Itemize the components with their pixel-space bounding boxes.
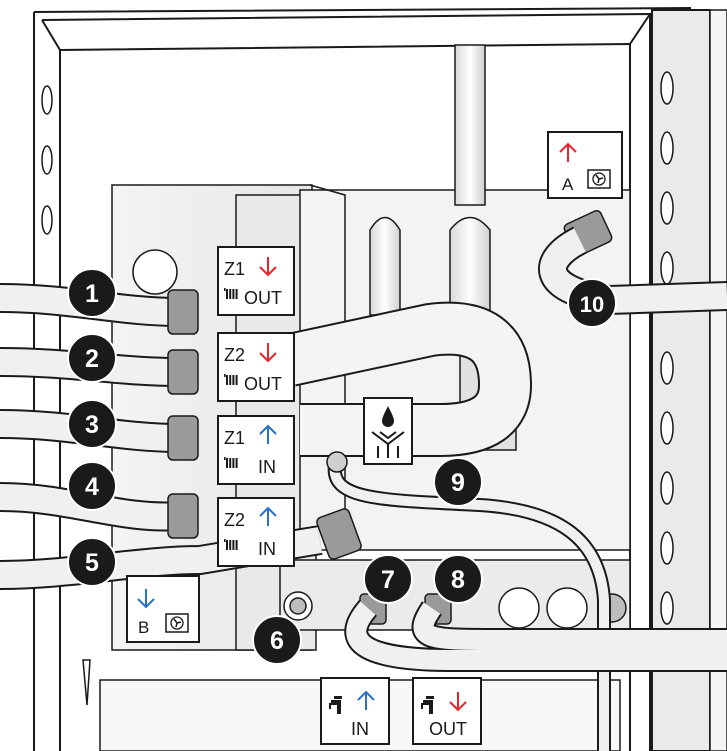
- callout-number: 1: [85, 280, 99, 308]
- direction-label: OUT: [429, 719, 467, 739]
- zone-label: Z1: [224, 259, 245, 279]
- zone-label: Z2: [224, 510, 245, 530]
- callout-10: 10: [568, 279, 616, 327]
- callout-3: 3: [68, 400, 116, 448]
- zone-label: Z2: [224, 345, 245, 365]
- direction-label: IN: [258, 539, 276, 559]
- fan-icon: [166, 614, 188, 632]
- callout-7: 7: [364, 555, 412, 603]
- callout-number: 8: [451, 566, 465, 594]
- label-dhw-out: OUT: [413, 678, 481, 744]
- callout-1: 1: [68, 269, 116, 317]
- callout-number: 3: [85, 411, 99, 439]
- direction-label: IN: [258, 457, 276, 477]
- direction-label: OUT: [244, 288, 282, 308]
- screw-marker: [83, 660, 90, 705]
- callout-2: 2: [68, 334, 116, 382]
- label-b: B: [127, 576, 199, 642]
- callout-number: 4: [85, 473, 99, 501]
- callout-8: 8: [434, 555, 482, 603]
- callout-4: 4: [68, 462, 116, 510]
- direction-label: IN: [351, 719, 369, 739]
- letter-label: A: [562, 175, 574, 194]
- label-a: A: [548, 132, 622, 198]
- zone-label: Z1: [224, 428, 245, 448]
- letter-label: B: [138, 618, 149, 637]
- callout-number: 2: [85, 345, 99, 373]
- callout-number: 5: [85, 549, 99, 577]
- left-frame-rail: [42, 86, 52, 234]
- label-dhw-in: IN: [321, 678, 389, 744]
- direction-label: OUT: [244, 374, 282, 394]
- callout-number: 6: [270, 627, 284, 655]
- label-drain: [364, 398, 412, 464]
- callout-number: 9: [451, 469, 465, 497]
- fan-icon: [588, 170, 610, 188]
- callout-number: 10: [580, 292, 604, 317]
- callout-6: 6: [253, 616, 301, 664]
- callout-9: 9: [434, 458, 482, 506]
- callout-5: 5: [68, 538, 116, 586]
- callout-number: 7: [381, 566, 395, 594]
